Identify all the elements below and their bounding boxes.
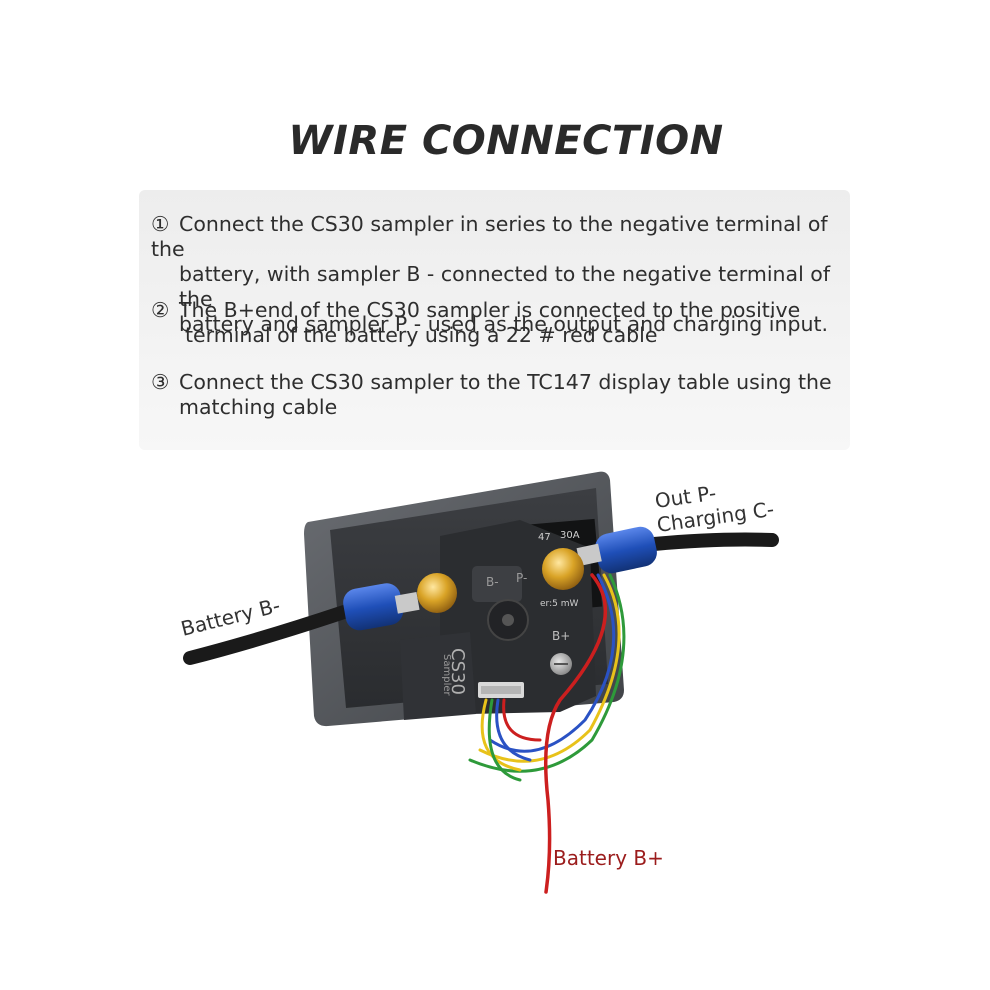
screen-readout-3: er:5 mW	[540, 599, 578, 609]
ring-terminal-left	[343, 583, 420, 631]
step-text: Connect the CS30 sampler in series to th…	[151, 212, 828, 261]
step-number: ②	[151, 298, 170, 322]
step-text: battery, with sampler B - connected to t…	[179, 262, 831, 311]
step-number: ③	[151, 370, 170, 394]
screw-b-minus	[417, 573, 457, 613]
step-text: terminal of the battery using a 22 # red…	[185, 323, 658, 347]
step-text: matching cable	[179, 395, 338, 419]
terminal-p-minus-label: P-	[516, 571, 527, 585]
screw-p-minus	[542, 548, 584, 590]
step-number: ①	[151, 212, 170, 236]
page-title: WIRE CONNECTION	[288, 118, 724, 164]
step-text: The B+end of the CS30 sampler is connect…	[179, 298, 801, 322]
label-battery-b-plus: Battery B+	[553, 846, 664, 870]
terminal-b-plus-label: B+	[552, 629, 570, 643]
signal-wires	[468, 573, 626, 894]
step-text: battery and sampler P - used as the outp…	[179, 312, 829, 336]
cable-out-p-minus	[647, 532, 779, 551]
model-sub-mark: Sampler	[441, 654, 452, 696]
model-mark: CS30	[447, 648, 468, 695]
screen-readout-2: 30A	[560, 530, 580, 541]
ring-terminal-right	[576, 526, 657, 574]
step-text: Connect the CS30 sampler to the TC147 di…	[179, 370, 832, 394]
step-2: ② The B+end of the CS30 sampler is connec…	[151, 298, 841, 348]
step-3: ③ Connect the CS30 sampler to the TC147 d…	[151, 370, 841, 420]
terminal-b-minus-label: B-	[486, 575, 499, 589]
screen-readout-1: 47	[538, 532, 551, 543]
cable-battery-b-minus	[183, 605, 351, 665]
